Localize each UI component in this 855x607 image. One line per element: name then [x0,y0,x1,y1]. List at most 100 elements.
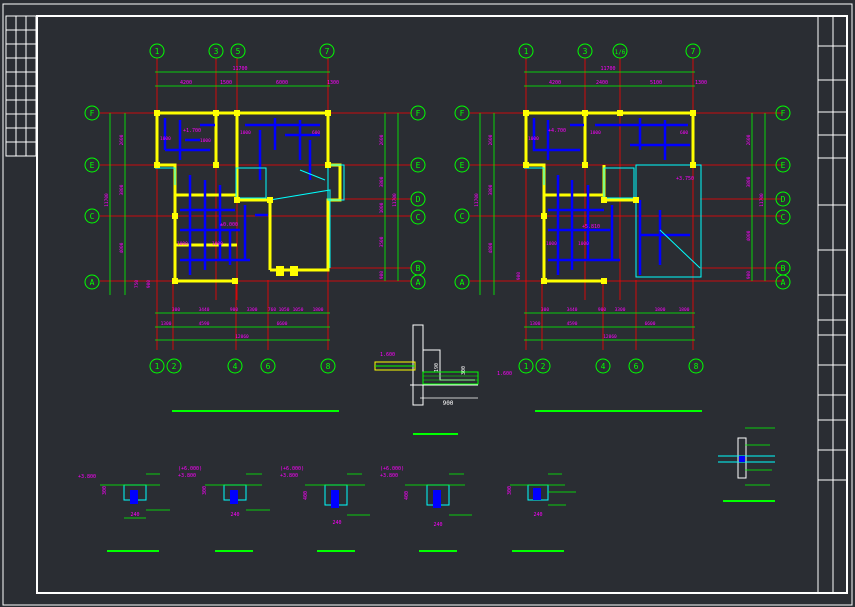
svg-text:4: 4 [233,362,238,371]
plan-right-top-dim: 4200 [549,80,561,86]
beam-detail-h: 300 [202,486,208,495]
plan-right-beam-label: 1000 [578,241,589,247]
plan-right-top-dim: 1300 [695,80,707,86]
plan-right: 11700 4200 2400 5100 1300 300 3440 900 3… [454,43,791,412]
plan-left-left-dim: 2600 [119,134,125,145]
svg-text:D: D [781,195,786,204]
plan-right-bottom-total: 12060 [603,334,617,340]
column-detail [718,427,775,502]
plan-right-top-dim: 5100 [650,80,662,86]
svg-text:8: 8 [694,362,699,371]
plan-left-right-dim: 3800 [379,176,385,187]
beam-detail-elev: (+6.000) [380,466,404,472]
outer-frame [2,3,853,606]
axis-bubble: 1 [149,358,165,374]
beam-detail-title-bar [512,550,564,552]
plan-left-bottom-dim: 300 [172,307,180,313]
svg-text:2: 2 [541,362,546,371]
svg-text:C: C [90,212,95,221]
svg-text:1: 1 [524,362,529,371]
section-center: 1.600 1.600 190 300 900 [374,324,512,435]
beam-detail-elev2: +3.800 [280,473,298,479]
beam-detail-3: (+6.000) +3.800 400 240 [280,466,370,552]
axis-bubble: A [410,274,426,290]
plan-left-bottom-dim: 1050 [293,307,304,313]
plan-left-bottom-dim2: 1300 [161,321,172,327]
axis-bubble: D [410,191,426,207]
axis-bubble: F [775,105,791,121]
plan-right-right-dim: 4000 [746,230,752,241]
section-width: 900 [443,400,454,407]
beam-detail-h: 300 [102,486,108,495]
beam-detail-title-bar [107,550,159,552]
svg-text:6: 6 [634,362,639,371]
axis-bubble: 3 [577,43,593,59]
plan-left-top-dim: 1300 [327,80,339,86]
plan-right-bottom-dim2: 6600 [645,321,656,327]
plan-left-right-dim: 2600 [379,134,385,145]
axis-bubble: 4 [227,358,243,374]
plan-right-bottom-dim2: 4590 [567,321,578,327]
beam-detail-elev2: +3.800 [178,473,196,479]
svg-text:3: 3 [583,47,588,56]
svg-text:C: C [416,213,421,222]
inner-frame [36,15,848,594]
column-detail-title-bar [723,500,775,502]
plan-right-right-dim: 900 [746,271,752,279]
svg-text:B: B [781,264,786,273]
axis-bubble: F [454,105,470,121]
plan-left-bottom-dim: 3300 [247,307,258,313]
plan-left-top-dim: 1500 [220,80,232,86]
plan-right-beam-label: 1000 [528,136,539,142]
plan-right-top-dim: 2400 [596,80,608,86]
plan-right-elevation: +3.750 [676,176,694,182]
axis-bubble: 5 [230,43,246,59]
plan-right-left-dim: 3800 [488,184,494,195]
svg-text:5: 5 [236,47,241,56]
plan-left-left-dim: 3800 [119,184,125,195]
plan-left-right-dim: 900 [379,271,385,279]
svg-text:F: F [416,109,421,118]
beam-detail-elev: (+6.000) [178,466,202,472]
axis-bubble: 8 [320,358,336,374]
plan-left-left-total: 11700 [104,193,110,207]
axis-bubble: 6 [628,358,644,374]
plan-right-bottom-dim: 1800 [655,307,666,313]
plan-right-bottom-dim2: 1300 [530,321,541,327]
plan-left-bottom-dim2: 6600 [277,321,288,327]
plan-right-left-dim: 2600 [488,134,494,145]
plan-right-elevation: +5.810 [582,224,600,230]
plan-left-beam-label: 1000 [177,241,188,247]
section-dim: 190 [434,363,440,372]
svg-text:B: B [416,264,421,273]
svg-text:1: 1 [155,362,160,371]
axis-bubble: 2 [166,358,182,374]
plan-left-beam-label: 1000 [160,136,171,142]
svg-text:2: 2 [172,362,177,371]
plan-right-top-total: 11700 [600,66,615,72]
plan-right-right-dim: 2600 [746,134,752,145]
plan-left: 11700 4200 1500 6000 1300 300 3440 900 3… [84,43,426,412]
plan-left-bottom-dim: 1800 [313,307,324,313]
axis-bubble: F [84,105,100,121]
plan-left-title-bar [172,410,339,412]
svg-text:1: 1 [524,47,529,56]
axis-bubble: F [410,105,426,121]
axis-bubble: 7 [319,43,335,59]
svg-text:A: A [90,278,95,287]
axis-bubble: E [84,157,100,173]
plan-left-elevation: +1.700 [183,128,201,134]
svg-text:F: F [460,109,465,118]
axis-bubble: 1 [518,43,534,59]
axis-bubble: E [775,157,791,173]
plan-left-right-dim: 1000 [379,202,385,213]
beam-detail-4: (+6.000) +3.800 400 240 [380,466,472,552]
beam-detail-5: 300 240 [507,473,576,552]
plan-right-beam-label: 1000 [590,130,601,136]
svg-text:A: A [416,278,421,287]
beam-detail-2: (+6.000) +3.800 300 240 [178,466,270,552]
plan-right-left-total: 11700 [474,193,480,207]
plan-left-beam-label: 600 [312,130,320,136]
plan-left-bottom-dim2: 4590 [199,321,210,327]
svg-text:F: F [90,109,95,118]
